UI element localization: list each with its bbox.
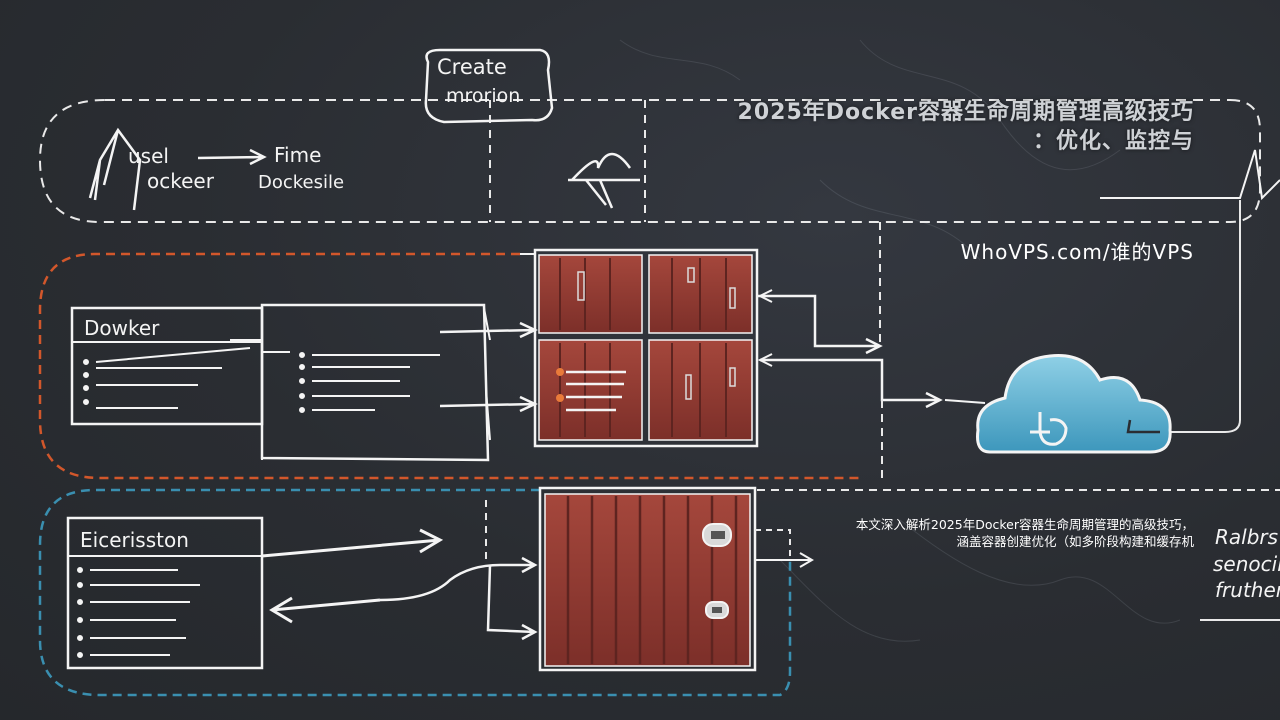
top-arrow: [197, 148, 267, 166]
blue-frame: [38, 488, 792, 697]
overlay-description: 本文深入解析2025年Docker容器生命周期管理的高级技巧， 涵盖容器创建优化…: [724, 516, 1194, 550]
docker-panel-2: [260, 303, 490, 462]
container-top: [533, 248, 759, 448]
panel-connectors: [230, 339, 290, 460]
docker-panel-2-lines: [299, 352, 440, 413]
overlay-site: WhoVPS.com/谁的VPS: [960, 240, 1194, 264]
top-mid-label-1: Fime: [274, 143, 321, 167]
mountain-sketch: [1100, 149, 1280, 201]
arrow-to-cloud-1: [757, 294, 883, 355]
arrow-ext-right: [261, 528, 444, 558]
overlay-title-line1: 2025年Docker容器生命周期管理高级技巧: [737, 100, 1194, 125]
create-bubble: [424, 48, 554, 124]
cloud-entry-line: [944, 399, 986, 404]
right-cut-label-2: senocir: [1213, 552, 1280, 576]
flag-sketch-icon: [88, 127, 142, 211]
arrow-head-back-1: [757, 289, 773, 303]
top-mid-label-2: Dockesile: [258, 172, 344, 193]
right-cut-label-1: Ralbrs: [1215, 525, 1278, 549]
container-bottom: [538, 486, 757, 672]
docker-panel-lines: [83, 347, 251, 409]
docker-panel-title: Dowker: [84, 316, 160, 340]
extension-panel-lines: [77, 567, 200, 658]
right-rail-hook: [1170, 419, 1241, 433]
overlay-desc-line2: 涵盖容器创建优化（如多阶段构建和缓存机: [956, 534, 1194, 549]
top-left-label-2: ockeer: [147, 169, 215, 193]
overlay-desc-line1: 本文深入解析2025年Docker容器生命周期管理的高级技巧，: [855, 517, 1194, 532]
top-left-label-1: usel: [128, 144, 169, 168]
arrow-ext-left: [269, 596, 381, 624]
arrow-to-cloud-2: [760, 358, 943, 409]
top-frame: [38, 99, 1261, 223]
background-texture: [619, 39, 1181, 642]
overlay-title: 2025年Docker容器生命周期管理高级技巧 ：优化、监控与: [634, 98, 1194, 156]
cloud-icon: [976, 354, 1172, 454]
bottom-right-dashed: [755, 529, 791, 560]
arrow-to-container-bottom: [379, 556, 538, 602]
create-label-2: mrorion: [446, 85, 520, 107]
overlay-title-line2: ：优化、监控与: [1032, 129, 1194, 154]
orange-frame: [38, 252, 860, 480]
extension-panel: [66, 516, 264, 670]
extension-panel-title: Eicerisston: [80, 528, 189, 552]
right-cut-label-3: fruthen: [1215, 578, 1280, 602]
create-label-1: Create: [437, 55, 507, 79]
panel-side-lines: [483, 307, 491, 441]
arrow-from-container-bottom: [755, 552, 814, 568]
docker-whale-icon: [1030, 412, 1068, 446]
ship-sketch-icon: [568, 152, 640, 209]
arrow-head-back-2: [757, 353, 773, 367]
arrow-to-container-bottom-2: [486, 564, 538, 641]
